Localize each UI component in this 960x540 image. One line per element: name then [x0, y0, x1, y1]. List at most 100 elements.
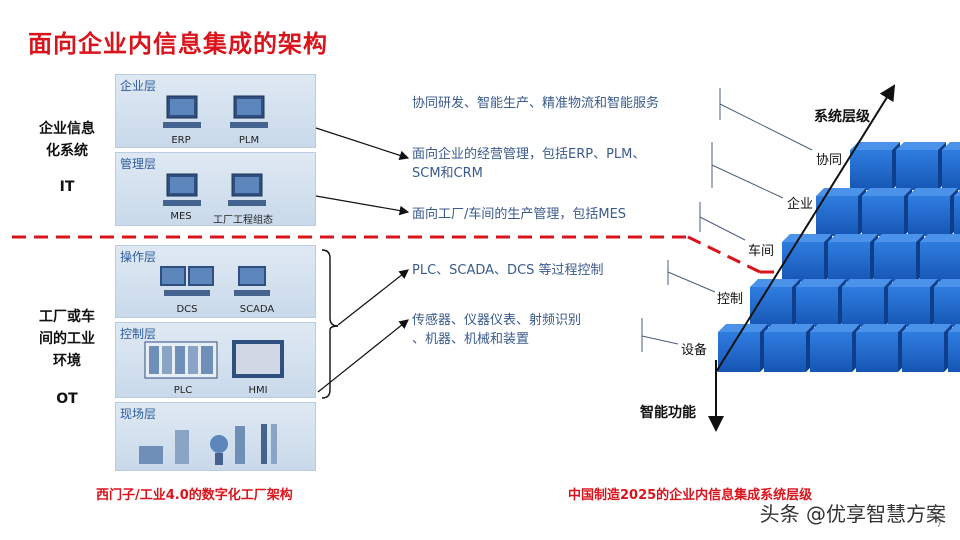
cube-top [842, 279, 892, 287]
cube-top [888, 279, 938, 287]
cube-face [896, 150, 938, 190]
tier-label: 企业 [787, 197, 814, 212]
caption-right: 中国制造2025的企业内信息集成系统层级 [568, 488, 813, 503]
hmi-panel-icon [232, 340, 284, 378]
page-number: 7 [936, 520, 942, 530]
tier-label: 设备 [681, 343, 708, 358]
computer-icon-plm [230, 95, 268, 128]
desc-line: 协同研发、智能生产、精准物流和智能服务 [412, 96, 660, 111]
desc-line: 面向工厂/车间的生产管理，包括MES [412, 207, 627, 222]
cube-face [850, 150, 892, 190]
it-system-line-1: 企业信息 [39, 121, 95, 137]
ot-system-line-1: 工厂或车 [39, 309, 95, 325]
ot-system-line-3: 环境 [53, 353, 81, 369]
cube-face [862, 196, 904, 236]
tier-label: 控制 [717, 292, 744, 307]
cube-face [920, 242, 960, 282]
staircase-cubes [718, 142, 960, 372]
cube-top [828, 234, 878, 242]
cube-face [810, 332, 852, 372]
cube-face [908, 196, 950, 236]
tier-label: 协同 [816, 153, 843, 168]
arrow-field [317, 319, 409, 393]
cube-top [856, 324, 906, 332]
workstation-icon-dcs [160, 266, 214, 296]
component-label-plc: PLC [173, 385, 193, 396]
cube-face [934, 287, 960, 327]
layer-title: 控制层 [120, 327, 157, 341]
cube-face [782, 242, 824, 282]
cube-face [796, 287, 838, 327]
cube-top [920, 234, 960, 242]
cube-face [828, 242, 870, 282]
component-label-erp: ERP [171, 135, 191, 146]
cube-top [934, 279, 960, 287]
arrow-management [315, 195, 410, 216]
cube-top [948, 324, 960, 332]
ot-system-label: 工厂或车 间的工业 环境 OT [22, 306, 112, 410]
desc-collaboration: 协同研发、智能生产、精准物流和智能服务 [412, 94, 659, 113]
component-label-scada: SCADA [239, 304, 275, 315]
field-devices-icon [139, 424, 277, 465]
desc-enterprise: 面向企业的经营管理，包括ERP、PLM、 SCM和CRM [412, 145, 645, 183]
computer-icon-scada [234, 266, 270, 296]
layer-panel-enterprise: 企业层 ERP PLM [115, 74, 316, 148]
cube-face [902, 332, 944, 372]
component-label-dcs: DCS [176, 304, 198, 315]
cube-top [782, 234, 832, 242]
cube-top [896, 142, 946, 150]
desc-device: 传感器、仪器仪表、射频识别 、机器、机械和装置 [412, 311, 581, 349]
component-label-hmi: HMI [248, 385, 268, 396]
cube-top [816, 188, 866, 196]
desc-line: 传感器、仪器仪表、射频识别 [412, 313, 582, 328]
it-ot-divider-slant [687, 235, 761, 274]
computer-icon-erp [163, 95, 201, 128]
desc-control: PLC、SCADA、DCS 等过程控制 [412, 261, 604, 280]
caption-left: 西门子/工业4.0的数字化工厂架构 [96, 488, 293, 503]
layer-panel-operation: 操作层 DCS SCADA [115, 245, 316, 318]
cube-top [954, 190, 960, 196]
arrow-enterprise [315, 127, 410, 160]
tier-label: 车间 [748, 244, 775, 259]
brace-control [321, 325, 339, 399]
desc-line: 、机器、机械和装置 [412, 332, 530, 347]
cube-face [942, 150, 960, 190]
cube-top [750, 279, 800, 287]
cube-top [850, 142, 900, 150]
cube-face [954, 196, 960, 236]
axis-label-intelligent-function: 智能功能 [640, 405, 696, 421]
leader-lines [641, 88, 813, 352]
layer-title: 操作层 [120, 250, 157, 264]
it-system-line-2: 化系统 [46, 143, 88, 159]
plc-rack-icon [144, 341, 218, 379]
layer-title: 企业层 [120, 79, 157, 93]
layer-title: 现场层 [120, 407, 157, 421]
layer-title: 管理层 [120, 157, 157, 171]
cube-top [862, 188, 912, 196]
component-label-factory-config: 工厂工程组态 [213, 215, 273, 226]
cube-top [810, 324, 860, 332]
cube-top [902, 324, 952, 332]
computer-icon-mes [163, 173, 201, 206]
arrow-operation-control [337, 269, 409, 326]
layer-panel-management: 管理层 MES 工厂工程组态 [115, 152, 316, 226]
cube-face [856, 332, 898, 372]
ot-system-line-2: 间的工业 [39, 331, 95, 347]
cube-top [874, 234, 924, 242]
it-abbr: IT [59, 179, 75, 195]
cube-top [796, 279, 846, 287]
cube-face [948, 332, 960, 372]
cube-top [764, 324, 814, 332]
desc-line: 面向企业的经营管理，包括ERP、PLM、 [412, 147, 646, 162]
cube-face [842, 287, 884, 327]
brace-operation [321, 249, 339, 327]
watermark: 头条 @优享智慧方案 [759, 502, 946, 526]
desc-line: PLC、SCADA、DCS 等过程控制 [412, 263, 604, 278]
it-system-label: 企业信息 化系统 IT [22, 118, 112, 198]
cube-face [764, 332, 806, 372]
ot-abbr: OT [56, 391, 78, 407]
desc-workshop: 面向工厂/车间的生产管理，包括MES [412, 205, 626, 224]
cube-top [942, 142, 960, 150]
page-title: 面向企业内信息集成的架构 [28, 30, 328, 58]
